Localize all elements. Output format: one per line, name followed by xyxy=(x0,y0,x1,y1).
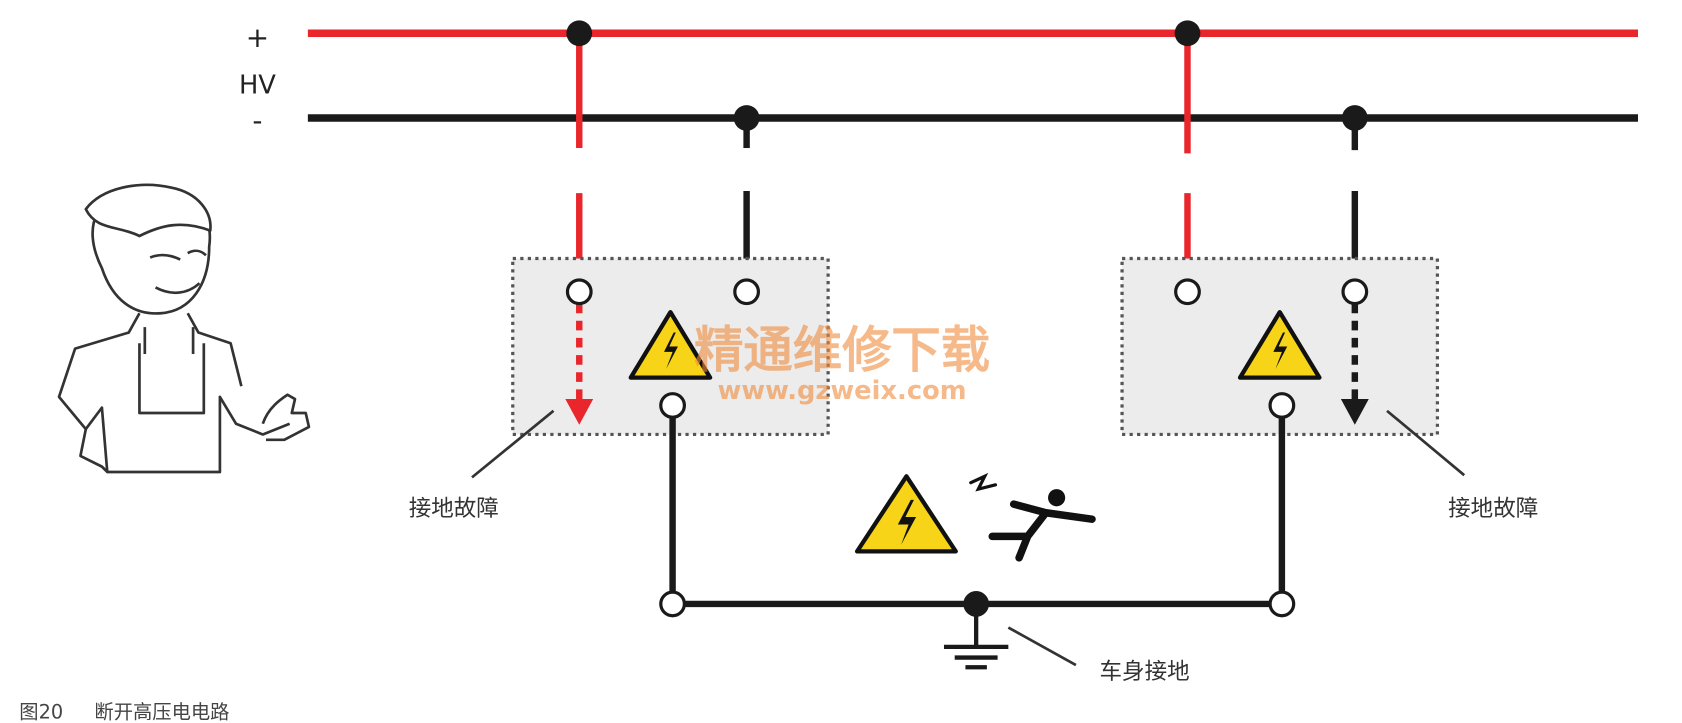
warning-icon xyxy=(1237,310,1322,380)
watermark-title: 精通维修下载 xyxy=(694,321,990,379)
watermark-url: www.gzweix.com xyxy=(718,376,967,406)
leader-line xyxy=(471,409,555,479)
body-ground-label: 车身接地 xyxy=(1100,659,1190,685)
fault-arrow-icon xyxy=(1340,399,1369,425)
terminal xyxy=(1268,392,1296,419)
fault-arrow-icon xyxy=(565,399,594,425)
plus-label: + xyxy=(246,21,269,54)
junction-node xyxy=(733,105,760,131)
right-fault-label: 接地故障 xyxy=(1448,496,1538,522)
junction-node xyxy=(566,20,593,47)
shocked-person-icon xyxy=(969,472,1096,562)
electric-shock-warning-icon xyxy=(854,474,958,554)
junction-node xyxy=(1341,105,1368,131)
figure-number: 图20 xyxy=(19,701,63,723)
terminal xyxy=(733,278,761,306)
hv-label: HV xyxy=(239,70,276,100)
junction-node xyxy=(1174,20,1201,47)
left-fault-label: 接地故障 xyxy=(409,496,499,522)
leader-line xyxy=(1007,626,1077,667)
mechanic-illustration xyxy=(57,183,311,474)
body-ground xyxy=(659,590,1296,670)
warning-icon xyxy=(628,310,713,380)
terminal xyxy=(659,392,686,419)
minus-label: - xyxy=(252,104,262,137)
terminal xyxy=(565,278,593,306)
figure-caption: 断开高压电电路 xyxy=(94,701,229,723)
terminal xyxy=(1341,278,1369,306)
right-component xyxy=(1120,33,1440,593)
left-component xyxy=(511,33,830,593)
leader-line xyxy=(1386,409,1466,477)
terminal xyxy=(1174,278,1201,306)
